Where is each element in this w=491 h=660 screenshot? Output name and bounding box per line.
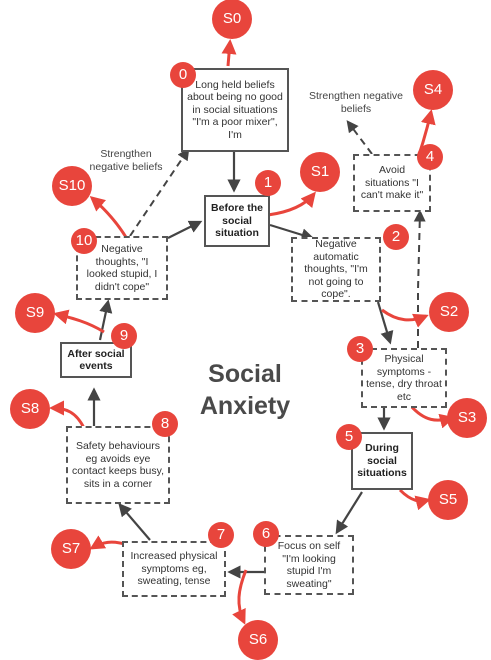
red-arrow-2 xyxy=(381,308,429,328)
marker-7: 7 xyxy=(208,522,234,548)
arrow-during-to-focus xyxy=(335,491,363,535)
box-increased-physical-symptoms: Increased physical symptoms eg, sweating… xyxy=(122,541,226,597)
label-s6: S6 xyxy=(238,620,278,660)
marker-5: 5 xyxy=(336,424,362,450)
diagram-title: Social Anxiety xyxy=(199,360,291,420)
red-arrow-8 xyxy=(49,400,86,429)
label-s0: S0 xyxy=(212,0,252,39)
arrow-after-to-negative xyxy=(98,299,113,341)
label-s5: S5 xyxy=(428,480,468,520)
box-focus-on-self: Focus on self "I'm looking stupid I'm sw… xyxy=(264,535,354,595)
red-arrow-6 xyxy=(232,569,248,625)
arrow-nat-to-physical xyxy=(376,301,394,345)
label-s4: S4 xyxy=(413,70,453,110)
marker-0: 0 xyxy=(170,62,196,88)
arrow-avoid-to-strengthen xyxy=(346,120,373,155)
red-arrow-5 xyxy=(398,488,431,511)
arrow-before-to-nat xyxy=(269,223,315,242)
label-s10: S10 xyxy=(52,166,92,206)
red-arrow-1 xyxy=(267,191,316,217)
label-s3: S3 xyxy=(447,398,487,438)
marker-1: 1 xyxy=(255,170,281,196)
marker-2: 2 xyxy=(383,224,409,250)
label-s2: S2 xyxy=(429,292,469,332)
marker-10: 10 xyxy=(71,228,97,254)
red-arrow-9 xyxy=(53,309,105,334)
box-negative-automatic-thoughts: Negative automatic thoughts, "I'm not go… xyxy=(291,237,381,302)
marker-8: 8 xyxy=(152,411,178,437)
label-s9: S9 xyxy=(15,293,55,333)
arrow-negative-to-before xyxy=(167,220,203,239)
box-physical-symptoms: Physical symptoms - tense, dry throat et… xyxy=(361,348,447,408)
marker-6: 6 xyxy=(253,521,279,547)
marker-3: 3 xyxy=(347,336,373,362)
arrow-increased-to-safety xyxy=(118,502,151,541)
box-before-social-situation: Before the social situation xyxy=(204,195,270,247)
label-s1: S1 xyxy=(300,152,340,192)
marker-9: 9 xyxy=(111,323,137,349)
note-strengthen-right: Strengthen negative beliefs xyxy=(309,90,403,115)
note-strengthen-left: Strengthen negative beliefs xyxy=(89,148,163,173)
red-arrow-0 xyxy=(221,39,237,67)
arrow-negative-to-beliefs xyxy=(129,148,190,237)
arrow-physical-to-avoid xyxy=(413,209,426,348)
label-s8: S8 xyxy=(10,389,50,429)
box-during-social-situations: During social situations xyxy=(351,432,413,490)
label-s7: S7 xyxy=(51,529,91,569)
box-safety-behaviours: Safety behaviours eg avoids eye contact … xyxy=(66,426,170,504)
marker-4: 4 xyxy=(417,144,443,170)
box-long-held-beliefs: Long held beliefs about being no good in… xyxy=(181,68,289,152)
